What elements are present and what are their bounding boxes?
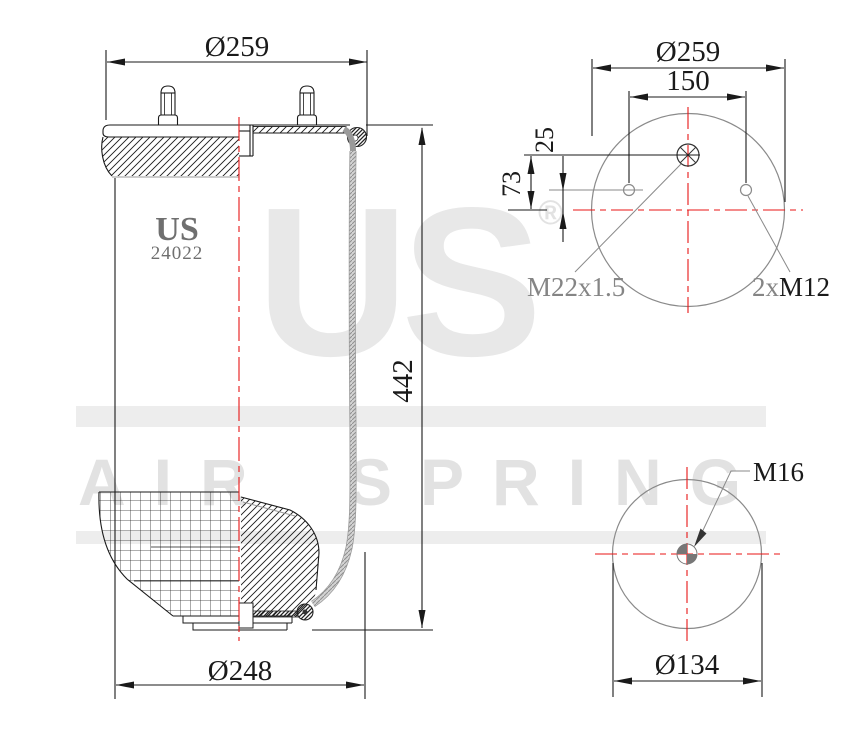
- part-brand-label: US: [155, 211, 198, 248]
- bottom-thread-label: M16: [753, 457, 804, 487]
- side-height-dimension: 442: [312, 124, 433, 631]
- bottom-view: M16 Ø134: [595, 457, 804, 697]
- top-view-diameter-label: Ø259: [656, 36, 720, 68]
- side-top-diameter-dimension: Ø259: [105, 31, 368, 136]
- top-view: 73 25 150: [497, 36, 830, 313]
- bolt-spacing-label: 150: [666, 65, 710, 97]
- side-height-label: 442: [387, 359, 419, 403]
- top-view-diameter-dimension: Ø259: [591, 36, 786, 202]
- bottom-thread-hole-section: [238, 602, 254, 629]
- watermark-registered-icon: ®: [538, 194, 564, 232]
- bottom-view-diameter-label: Ø134: [655, 649, 720, 681]
- part-number-label: 24022: [151, 243, 204, 264]
- piston-left-half: [98, 491, 293, 631]
- bolt-thread-label: 2xM12: [752, 272, 830, 302]
- port-leader-line: [574, 163, 682, 273]
- bottom-view-diameter-dimension: Ø134: [612, 563, 763, 697]
- bolt-offset-dimension: 25: [530, 127, 567, 242]
- mounting-stud-left: [157, 85, 179, 125]
- side-view: Ø259: [98, 31, 433, 699]
- bolt-count-prefix: 2x: [752, 272, 780, 302]
- thread-leader: [694, 470, 750, 547]
- port-offset-label: 73: [497, 171, 526, 197]
- port-thread-label: M22x1.5: [527, 272, 625, 302]
- center-thread-symbol: [676, 543, 698, 565]
- bellows-wall: [311, 126, 357, 607]
- port-offset-dimension: 73: [497, 156, 535, 209]
- piston-right-section: [238, 496, 320, 629]
- bolt-spacing-dimension: 150: [628, 65, 747, 183]
- watermark-band-top: [76, 406, 766, 427]
- bolt-leader-line: [747, 195, 791, 273]
- mounting-stud-right: [296, 85, 318, 125]
- side-top-diameter-label: Ø259: [205, 31, 269, 63]
- side-bottom-diameter-label: Ø248: [208, 655, 272, 687]
- bolt-hole-right: [739, 183, 753, 197]
- bolt-offset-label: 25: [530, 127, 559, 153]
- watermark-brand: US: [256, 163, 543, 400]
- side-bottom-diameter-dimension: Ø248: [116, 552, 366, 699]
- bolt-thread-size: M12: [779, 272, 830, 302]
- top-rubber-section: [101, 136, 239, 178]
